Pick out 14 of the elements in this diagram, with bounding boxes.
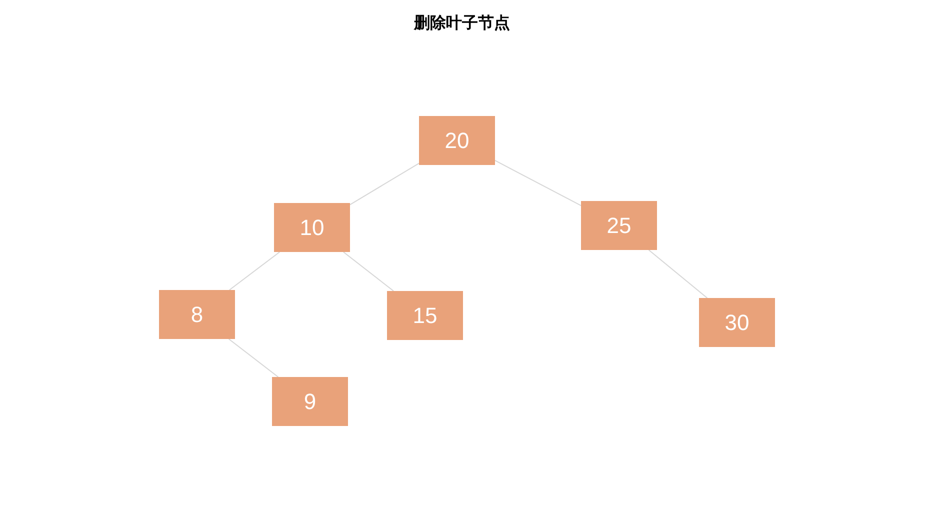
tree-node-box: 30 <box>699 298 775 347</box>
tree-node-box: 15 <box>387 291 463 340</box>
tree-node-box: 20 <box>419 116 495 165</box>
tree-node-box: 8 <box>159 290 235 339</box>
connector-line <box>228 252 280 290</box>
connector-line <box>494 160 582 206</box>
connector-line <box>350 162 420 206</box>
connector-line <box>648 250 708 298</box>
connector-line <box>342 252 394 292</box>
tree-node-box: 25 <box>581 201 657 250</box>
tree-node-box: 9 <box>272 377 348 426</box>
title: 删除叶子节点 <box>412 14 511 34</box>
connector-line <box>228 338 279 378</box>
tree-node-box: 10 <box>274 203 350 252</box>
